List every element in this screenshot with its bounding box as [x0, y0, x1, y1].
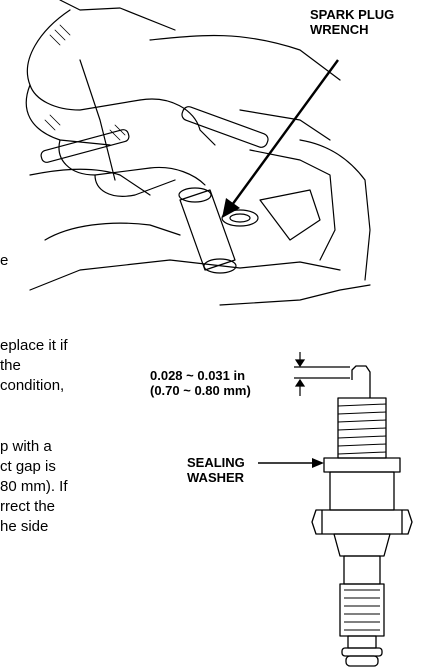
gap-spec-label-mm: (0.70 ~ 0.80 mm) — [150, 383, 251, 398]
sealing-washer-label-line2: WASHER — [187, 470, 245, 485]
body-text-fragment-8: he side — [0, 518, 49, 535]
washer-pointer-arrow — [258, 458, 324, 468]
sealing-washer-label-line1: SEALING — [187, 455, 245, 470]
body-text-fragment-3: condition, — [0, 377, 65, 394]
spark-plug-wrench-label: SPARK PLUG WRENCH — [310, 7, 394, 37]
spark-plug-drawing — [311, 365, 413, 667]
engine-spark-plug-illustration — [25, 0, 371, 306]
body-text-fragment-2: the — [0, 357, 21, 374]
spark-plug-wrench-label-line2: WRENCH — [310, 22, 369, 37]
body-text-fragment-5: ct gap is — [0, 458, 56, 475]
body-text-fragment-4: p with a — [0, 438, 52, 455]
sealing-washer-label: SEALING WASHER — [187, 455, 245, 485]
wrench-pointer-arrow — [222, 59, 339, 218]
gap-spec-label-in: 0.028 ~ 0.031 in — [150, 368, 246, 383]
gap-spec-label: 0.028 ~ 0.031 in (0.70 ~ 0.80 mm) — [150, 368, 251, 398]
gap-dimension-marker — [294, 352, 350, 396]
body-text-fragment-6: 80 mm). If — [0, 478, 68, 495]
body-text-fragment-0: e — [0, 252, 9, 269]
body-text-fragment-7: rrect the — [0, 498, 56, 515]
spark-plug-wrench-label-line1: SPARK PLUG — [310, 7, 395, 22]
body-text-fragment-1: eplace it if — [0, 337, 68, 354]
